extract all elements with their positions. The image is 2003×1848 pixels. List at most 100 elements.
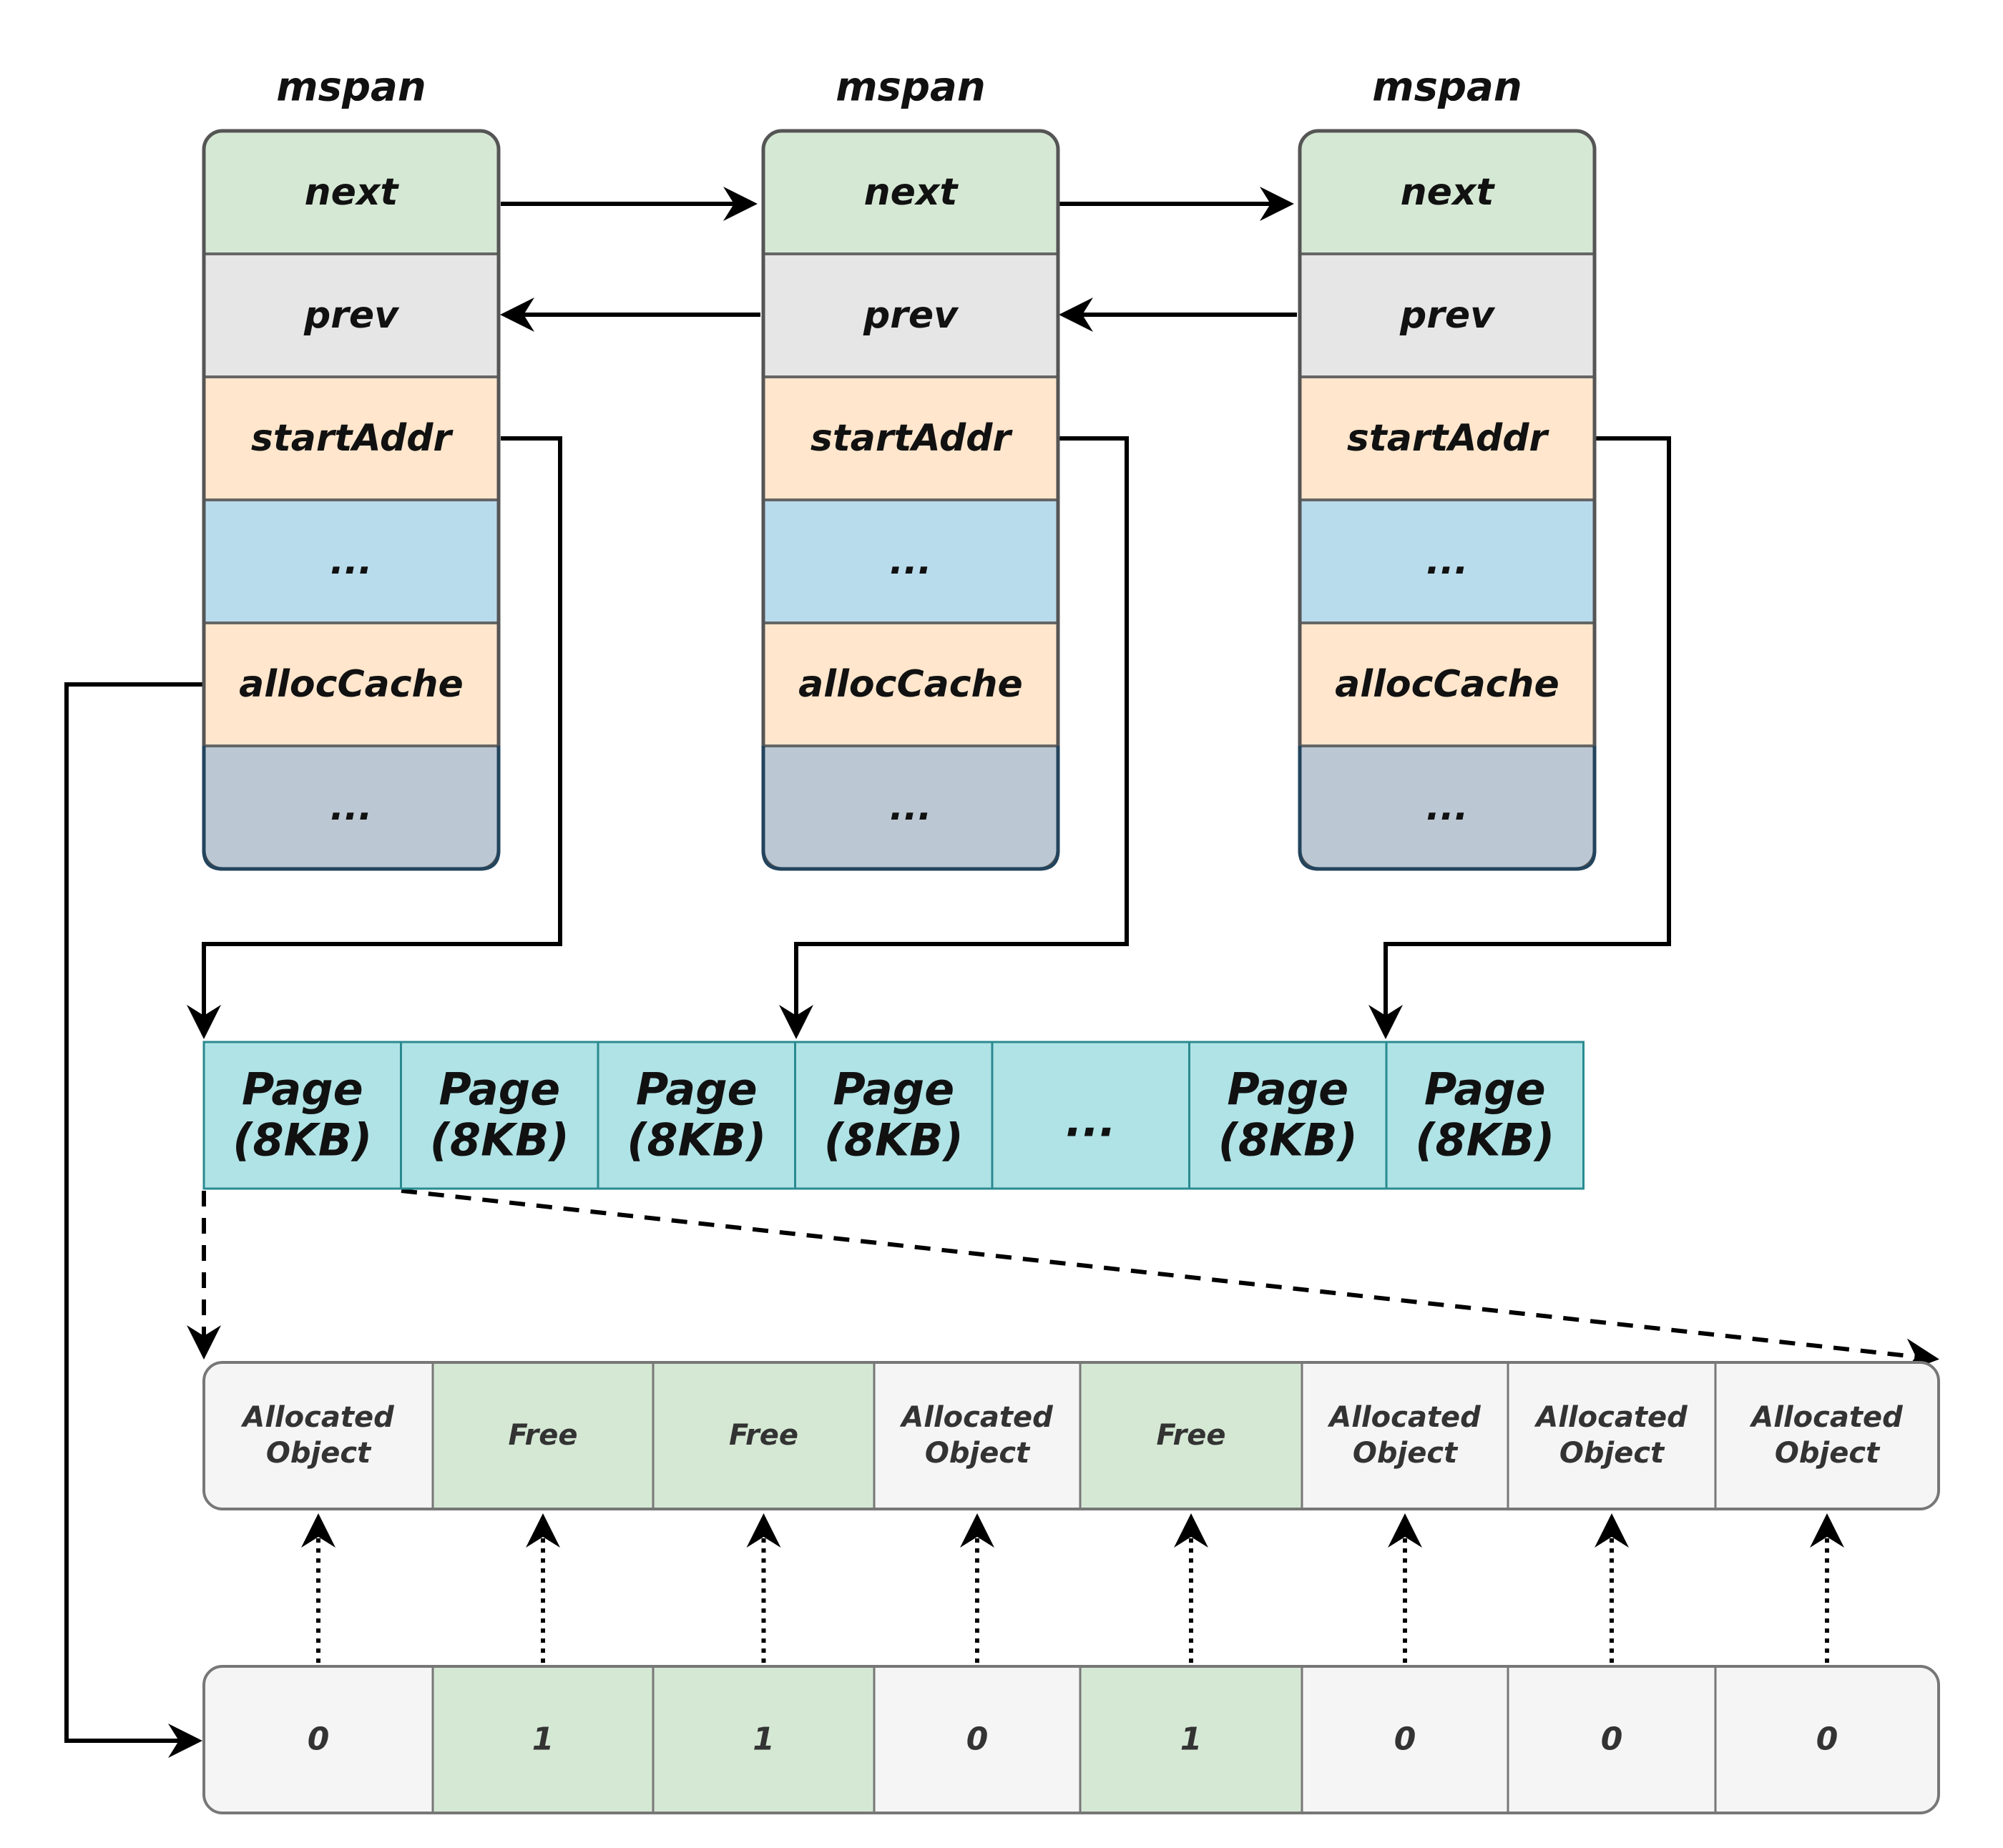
mspan-field-tail: [763, 744, 1058, 869]
page-cell: Page(8KB): [794, 1041, 994, 1190]
object-cell: [873, 1362, 1082, 1509]
bit-value: 0: [1394, 1721, 1416, 1758]
mspan-1: mspan next prev startAddr... allocCache...: [202, 64, 501, 871]
mspan-field-tail: [204, 744, 499, 869]
mspan-field-alloc-cache: [204, 621, 499, 747]
object-label: Allocated: [1534, 1401, 1688, 1434]
page-label: Page: [833, 1063, 954, 1116]
start-addr-link-2: [779, 436, 1129, 1039]
page-label: Page: [636, 1063, 758, 1116]
object-label: Free: [729, 1419, 798, 1452]
page-expand-right: [401, 1189, 1939, 1373]
object-cell: [1079, 1362, 1303, 1509]
alloc-bitmap-row: 0 1 1 0 1 0 0 0: [202, 1665, 1940, 1814]
mspan-field-start-addr: [204, 375, 499, 501]
mspan-field-label: next: [1401, 171, 1496, 214]
bit-cell: [1714, 1666, 1939, 1813]
mspan-field-label: prev: [863, 294, 959, 337]
bit-value: 0: [1816, 1721, 1838, 1758]
mspan-field-start-addr: [1300, 375, 1595, 501]
mspan-tail-outline: [1298, 746, 1597, 871]
object-label-2: Object: [266, 1437, 372, 1470]
object-cell: [1714, 1362, 1939, 1509]
mspan-field-label: allocCache: [798, 663, 1023, 706]
object-label: Allocated: [1327, 1401, 1481, 1434]
mspan-field-label: ...: [330, 540, 372, 583]
object-label-2: Object: [925, 1437, 1031, 1470]
mspan-list: mspannextprevstartAddr...allocCache...ms…: [202, 64, 1597, 871]
mspan-field-dots: [1300, 498, 1595, 624]
mspan-3: mspannextprevstartAddr...allocCache...: [1298, 64, 1597, 871]
page-cell: Page(8KB): [597, 1041, 796, 1190]
object-label: Allocated: [1749, 1401, 1903, 1434]
page-size-label: (8KB): [627, 1114, 766, 1166]
bit-value: 1: [532, 1721, 554, 1758]
mspan-tail-outline: [202, 746, 501, 871]
mspan-field-prev: [763, 252, 1058, 378]
object-cell: [204, 1362, 434, 1509]
bit-value: 0: [1601, 1721, 1623, 1758]
bit-cell: [1507, 1666, 1717, 1813]
bit-value: 1: [1180, 1721, 1203, 1758]
page-size-label: (8KB): [232, 1114, 372, 1166]
object-cell: [1301, 1362, 1509, 1509]
page-label: ...: [1065, 1095, 1116, 1147]
object-row-outline: [202, 1361, 1940, 1510]
page-cell: Page(8KB): [202, 1041, 402, 1190]
object-label: Free: [509, 1419, 578, 1452]
mspan-title: mspan: [276, 64, 426, 111]
object-cell: [431, 1362, 655, 1509]
page-label: Page: [1424, 1063, 1546, 1116]
object-label: Allocated: [240, 1401, 394, 1434]
mspan-2: mspan next prev startAddr... allocCache...: [761, 64, 1060, 871]
page-cell: Page(8KB): [1385, 1041, 1585, 1190]
page-label: Page: [1227, 1063, 1348, 1116]
connectors: [64, 187, 1939, 1758]
mspan-field-alloc-cache: [763, 621, 1058, 747]
page-size-label: (8KB): [430, 1114, 569, 1166]
mspan-field-label: startAddr: [1347, 417, 1549, 460]
bit-value: 0: [308, 1721, 330, 1758]
object-label-2: Object: [1353, 1437, 1459, 1470]
object-label: Allocated: [899, 1401, 1053, 1434]
start-addr-link-1: [187, 436, 562, 1039]
object-cell: [1507, 1362, 1717, 1509]
object-label: Free: [1157, 1419, 1226, 1452]
mspan-title: mspan: [836, 64, 985, 111]
page-label: Page: [242, 1063, 363, 1116]
page-cell: Page(8KB): [400, 1041, 599, 1190]
mspan-field-label: ...: [889, 540, 931, 583]
mspan-field-label: startAddr: [251, 417, 454, 460]
bit-value: 0: [966, 1721, 989, 1758]
page-cell: Page(8KB): [1188, 1041, 1388, 1190]
object-cell: [652, 1362, 876, 1509]
page-size-label: (8KB): [1218, 1114, 1358, 1166]
start-addr-link-3: [1368, 436, 1671, 1039]
mspan-field-tail: [1300, 744, 1595, 869]
mspan-field-label: next: [305, 171, 400, 214]
mspan-field-alloc-cache: [1300, 621, 1595, 747]
page-ellipsis-cell: ...: [991, 1041, 1190, 1190]
page-size-label: (8KB): [1415, 1114, 1554, 1166]
mspan-field-label: prev: [303, 294, 400, 337]
bit-value: 1: [753, 1721, 775, 1758]
mspan-field-label: ...: [1426, 786, 1468, 829]
object-label-2: Object: [1775, 1437, 1881, 1470]
mspan-field-dots: [763, 498, 1058, 624]
mspan-field-label: next: [864, 171, 959, 214]
object-label-2: Object: [1559, 1437, 1665, 1470]
mspan-field-label: ...: [330, 786, 372, 829]
mspan-field-prev: [204, 252, 499, 378]
alloc-cache-link: [64, 682, 204, 1758]
bitmap-arrows: [301, 1513, 1844, 1663]
mspan-title: mspan: [1372, 64, 1522, 111]
mspan-field-label: allocCache: [1335, 663, 1559, 706]
page-strip: Page(8KB)Page(8KB)Page(8KB)Page(8KB)...P…: [202, 1041, 1585, 1190]
mspan-field-start-addr: [763, 375, 1058, 501]
mspan-field-label: startAddr: [810, 417, 1013, 460]
mspan-tail-outline: [761, 746, 1060, 871]
mspan-field-label: allocCache: [239, 663, 464, 706]
mspan-field-label: ...: [889, 786, 931, 829]
